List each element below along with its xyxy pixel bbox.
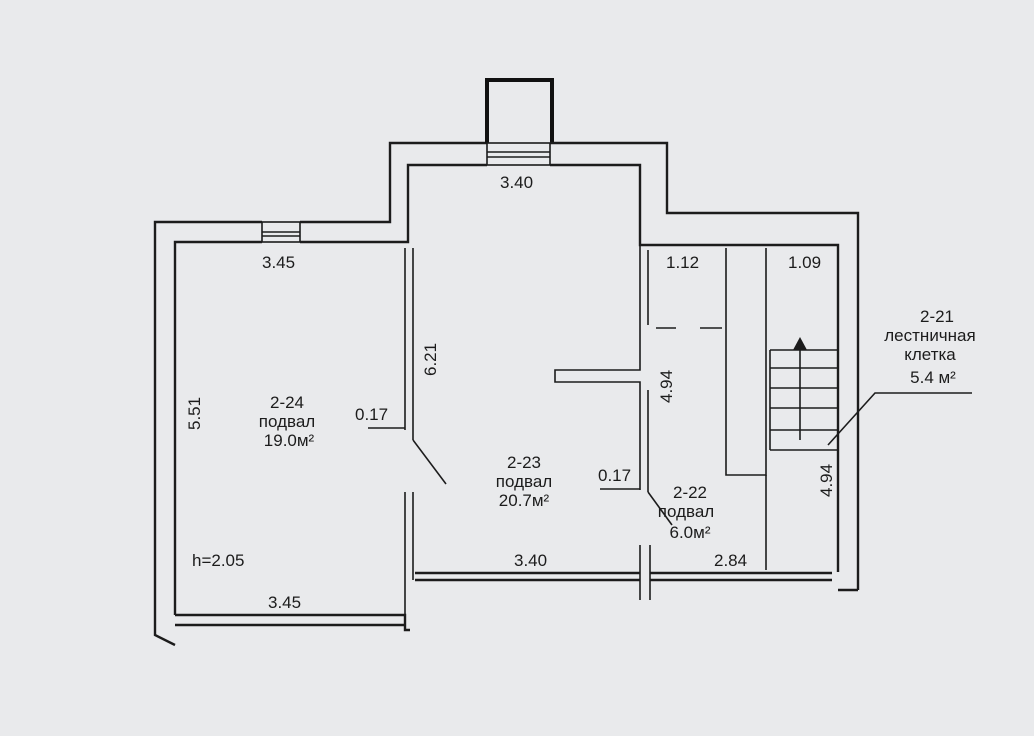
wall-inner-left — [173, 240, 262, 615]
walls — [153, 78, 972, 647]
room-type: подвал — [658, 502, 714, 521]
room-area: 5.4 м² — [910, 368, 956, 387]
dim-r21-height: 4.94 — [817, 464, 836, 497]
room-number: 2-22 — [673, 483, 707, 502]
vestibule — [485, 78, 554, 143]
dim-r22-bottom: 2.84 — [714, 551, 747, 570]
dim-r23-top: 3.40 — [500, 173, 533, 192]
room-area: 6.0м² — [670, 523, 711, 542]
room-2-24: 2-24 подвал 19.0м² — [259, 393, 315, 450]
room-2-22: 2-22 подвал 6.0м² — [658, 483, 714, 542]
dimension-labels: 3.45 3.45 5.51 h=2.05 3.40 3.40 6.21 0.1… — [185, 173, 836, 612]
room-type: подвал — [496, 472, 552, 491]
arrow-head-icon — [793, 337, 807, 350]
room-number: 2-23 — [507, 453, 541, 472]
room-type: лестничная — [884, 326, 975, 345]
room-area: 20.7м² — [499, 491, 550, 510]
room-type-2: клетка — [904, 345, 956, 364]
dim-r23-height: 6.21 — [421, 343, 440, 376]
dim-r24-height: 5.51 — [185, 397, 204, 430]
room-number: 2-21 — [920, 307, 954, 326]
dim-wall-mid: 0.17 — [598, 466, 631, 485]
room-2-21: 2-21 лестничная клетка 5.4 м² — [884, 307, 975, 387]
dim-wall-left: 0.17 — [355, 405, 388, 424]
staircase — [769, 337, 838, 451]
dim-r23-bottom: 3.40 — [514, 551, 547, 570]
dim-r24-bottom: 3.45 — [268, 593, 301, 612]
room-area: 19.0м² — [264, 431, 315, 450]
wall-outer-left — [153, 220, 262, 647]
dim-r21-top: 1.09 — [788, 253, 821, 272]
label-leader — [827, 392, 972, 446]
room-2-23: 2-23 подвал 20.7м² — [496, 453, 552, 510]
room-number: 2-24 — [270, 393, 304, 412]
room-type: подвал — [259, 412, 315, 431]
dim-r24-top: 3.45 — [262, 253, 295, 272]
dim-ceiling-height: h=2.05 — [192, 551, 244, 570]
dim-r22-top: 1.12 — [666, 253, 699, 272]
dim-r22-height: 4.94 — [657, 370, 676, 403]
